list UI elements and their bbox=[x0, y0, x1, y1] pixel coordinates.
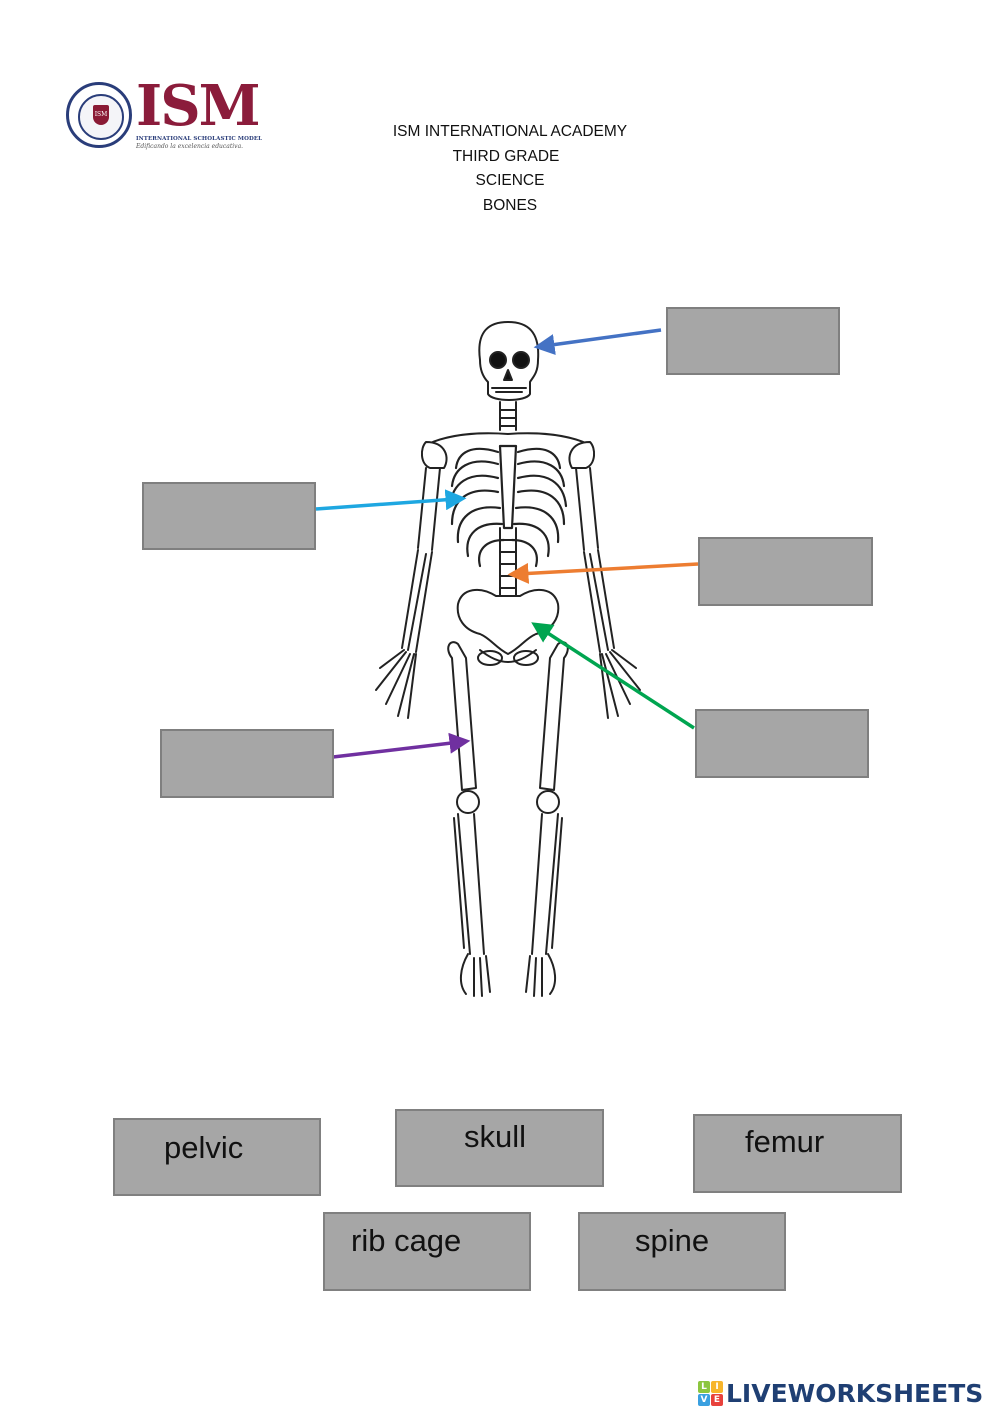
answer-box-femur[interactable] bbox=[160, 729, 334, 798]
school-name: ISM INTERNATIONAL ACADEMY bbox=[392, 123, 628, 140]
topic-label: BONES bbox=[482, 196, 538, 214]
skeleton-image bbox=[375, 321, 641, 997]
word-bank-femur[interactable]: femur bbox=[693, 1114, 902, 1193]
ism-seal-icon: ISM bbox=[66, 82, 132, 148]
word-bank-spine[interactable]: spine bbox=[578, 1212, 786, 1291]
grade-label: THIRD GRADE bbox=[452, 147, 560, 165]
word-bank-skull[interactable]: skull bbox=[395, 1109, 604, 1187]
live-badge-icon: L I V E bbox=[698, 1380, 723, 1406]
word-bank-pelvic[interactable]: pelvic bbox=[113, 1118, 321, 1196]
worksheet-header: ISM INTERNATIONAL ACADEMY THIRD GRADE SC… bbox=[0, 120, 1000, 218]
answer-box-rib-cage[interactable] bbox=[142, 482, 316, 550]
pelvis-drawing bbox=[456, 588, 560, 666]
subject-label: SCIENCE bbox=[475, 172, 545, 189]
answer-box-spine[interactable] bbox=[698, 537, 873, 606]
word-bank-rib-cage[interactable]: rib cage bbox=[323, 1212, 531, 1291]
ism-tagline: Edificando la excelencia educativa. bbox=[136, 143, 244, 150]
liveworksheets-wordmark: LIVEWORKSHEETS bbox=[726, 1378, 984, 1408]
skull-drawing bbox=[478, 321, 540, 401]
answer-box-pelvic[interactable] bbox=[695, 709, 869, 778]
rib-cage-drawing bbox=[448, 444, 568, 568]
ism-subtitle: INTERNATIONAL SCHOLASTIC MODEL bbox=[136, 136, 263, 142]
ism-wordmark: ISM bbox=[136, 73, 261, 139]
liveworksheets-logo: L I V E LIVEWORKSHEETS bbox=[698, 1378, 983, 1408]
answer-box-skull[interactable] bbox=[666, 307, 840, 375]
femur-drawing bbox=[447, 641, 569, 791]
ism-logo: ISM ISM INTERNATIONAL SCHOLASTIC MODEL E… bbox=[66, 74, 262, 155]
